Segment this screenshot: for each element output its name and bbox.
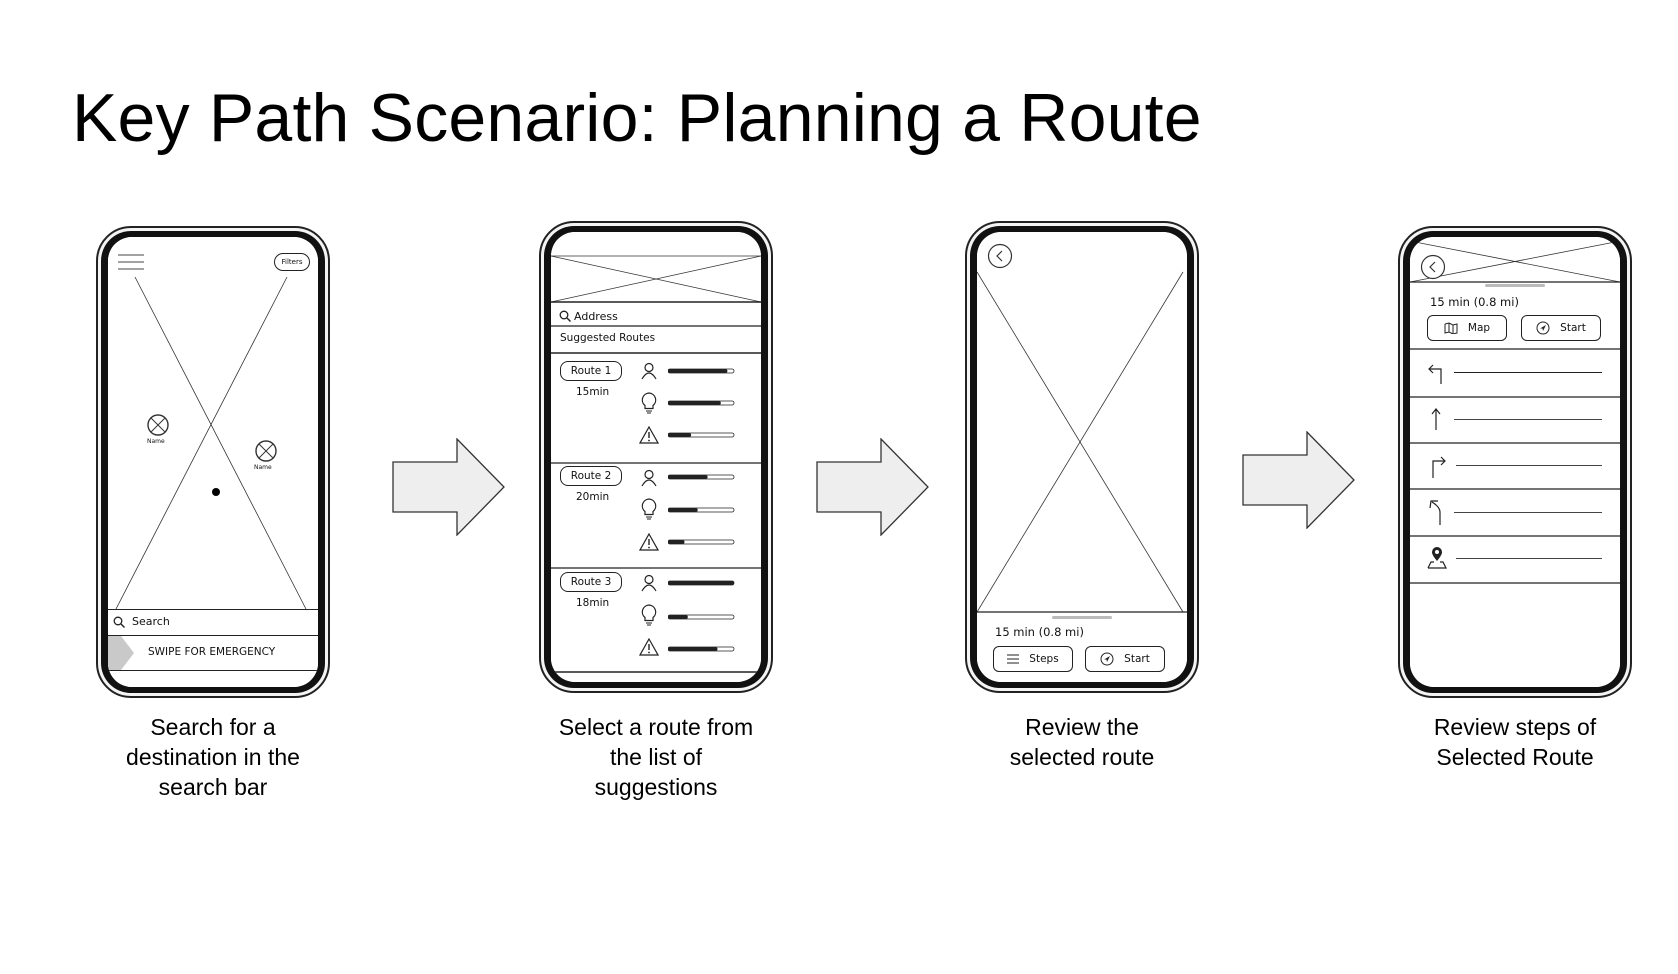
- level-bar: [668, 581, 734, 585]
- route-button[interactable]: Route 1: [560, 361, 622, 381]
- warning-icon: [638, 637, 660, 661]
- bear-left-icon: [1429, 500, 1441, 525]
- emergency-swipe-bar[interactable]: SWIPE FOR EMERGENCY: [108, 636, 318, 671]
- route-row[interactable]: Route 3 18min: [551, 568, 761, 672]
- route-row[interactable]: Route 1 15min: [551, 353, 761, 463]
- step-row[interactable]: [1410, 397, 1620, 443]
- lightbulb-icon: [640, 498, 658, 525]
- map-pin-icon[interactable]: [146, 413, 170, 437]
- pin-label: Name: [147, 438, 165, 445]
- route-row[interactable]: Route 2 20min: [551, 463, 761, 568]
- step-instruction-line: [1454, 419, 1602, 420]
- search-input[interactable]: Search: [132, 615, 170, 628]
- navigation-icon: [1100, 652, 1114, 666]
- phone-review: 15 min (0.8 mi) Steps Start: [965, 221, 1199, 693]
- flow-arrow: [816, 438, 929, 536]
- phone-routes: Address Suggested Routes Route 1 15min R…: [539, 221, 773, 693]
- level-bar: [668, 433, 692, 437]
- route-summary: 15 min (0.8 mi): [995, 625, 1084, 639]
- pin-label: Name: [254, 464, 272, 471]
- start-button[interactable]: Start: [1521, 315, 1601, 341]
- warning-icon: [638, 532, 660, 556]
- phone-steps: 15 min (0.8 mi) Map Start: [1398, 226, 1632, 698]
- search-bar[interactable]: Search: [108, 609, 318, 636]
- swipe-arrow-icon[interactable]: [108, 636, 134, 670]
- page-title: Key Path Scenario: Planning a Route: [72, 80, 1202, 156]
- map-button[interactable]: Map: [1427, 315, 1507, 341]
- step-row[interactable]: [1410, 349, 1620, 397]
- step-instruction-line: [1454, 512, 1602, 513]
- steps-button[interactable]: Steps: [993, 646, 1073, 672]
- screen-search: Filters Name Name Search SWIPE FOR EMERG…: [108, 237, 318, 687]
- phone-search: Filters Name Name Search SWIPE FOR EMERG…: [96, 226, 330, 698]
- route-time: 15min: [576, 386, 610, 398]
- step-instruction-line: [1456, 465, 1602, 466]
- level-bar: [668, 475, 708, 479]
- flow-arrow: [1242, 431, 1355, 529]
- level-bar: [668, 401, 721, 405]
- step-row[interactable]: [1410, 536, 1620, 583]
- lightbulb-icon: [640, 392, 658, 419]
- level-bar: [668, 369, 728, 373]
- search-icon: [559, 310, 571, 322]
- destination-pin-icon: [1427, 547, 1447, 569]
- level-bar: [668, 540, 685, 544]
- flow-arrow: [392, 438, 505, 536]
- route-button[interactable]: Route 3: [560, 572, 622, 592]
- route-summary: 15 min (0.8 mi): [1430, 295, 1519, 309]
- hamburger-menu-icon[interactable]: [118, 254, 144, 270]
- person-icon: [640, 574, 658, 597]
- step-instruction-line: [1456, 558, 1602, 559]
- emergency-label: SWIPE FOR EMERGENCY: [148, 646, 276, 658]
- level-bar: [668, 647, 718, 651]
- step-row[interactable]: [1410, 443, 1620, 489]
- rating-bars: [668, 474, 735, 545]
- person-icon: [640, 469, 658, 492]
- turn-right-icon: [1432, 456, 1446, 478]
- screen-review: 15 min (0.8 mi) Steps Start: [977, 232, 1187, 682]
- back-button[interactable]: [987, 243, 1013, 274]
- step-instruction-line: [1454, 372, 1602, 373]
- suggested-routes-heading: Suggested Routes: [560, 332, 656, 344]
- step-row[interactable]: [1410, 489, 1620, 536]
- map-pin-icon[interactable]: [254, 439, 278, 463]
- search-icon: [113, 616, 125, 628]
- address-search[interactable]: Address: [551, 304, 761, 326]
- filters-label: Filters: [281, 258, 303, 266]
- filters-button[interactable]: Filters: [274, 253, 310, 271]
- route-time: 20min: [576, 491, 610, 503]
- level-bar: [668, 615, 688, 619]
- level-bar: [668, 508, 698, 512]
- screen-steps: 15 min (0.8 mi) Map Start: [1410, 237, 1620, 687]
- warning-icon: [638, 425, 660, 449]
- screen-routes: Address Suggested Routes Route 1 15min R…: [551, 232, 761, 682]
- lightbulb-icon: [640, 604, 658, 631]
- route-time: 18min: [576, 597, 610, 609]
- start-button[interactable]: Start: [1085, 646, 1165, 672]
- rating-bars: [668, 580, 735, 652]
- person-icon: [640, 362, 658, 385]
- map-icon: [1444, 322, 1458, 334]
- list-icon: [1007, 654, 1020, 664]
- back-button[interactable]: [1420, 254, 1446, 285]
- navigation-icon: [1536, 321, 1550, 335]
- route-button[interactable]: Route 2: [560, 466, 622, 486]
- turn-left-icon: [1428, 364, 1442, 384]
- address-input[interactable]: Address: [574, 310, 618, 323]
- rating-bars: [668, 368, 735, 438]
- straight-icon: [1431, 408, 1441, 430]
